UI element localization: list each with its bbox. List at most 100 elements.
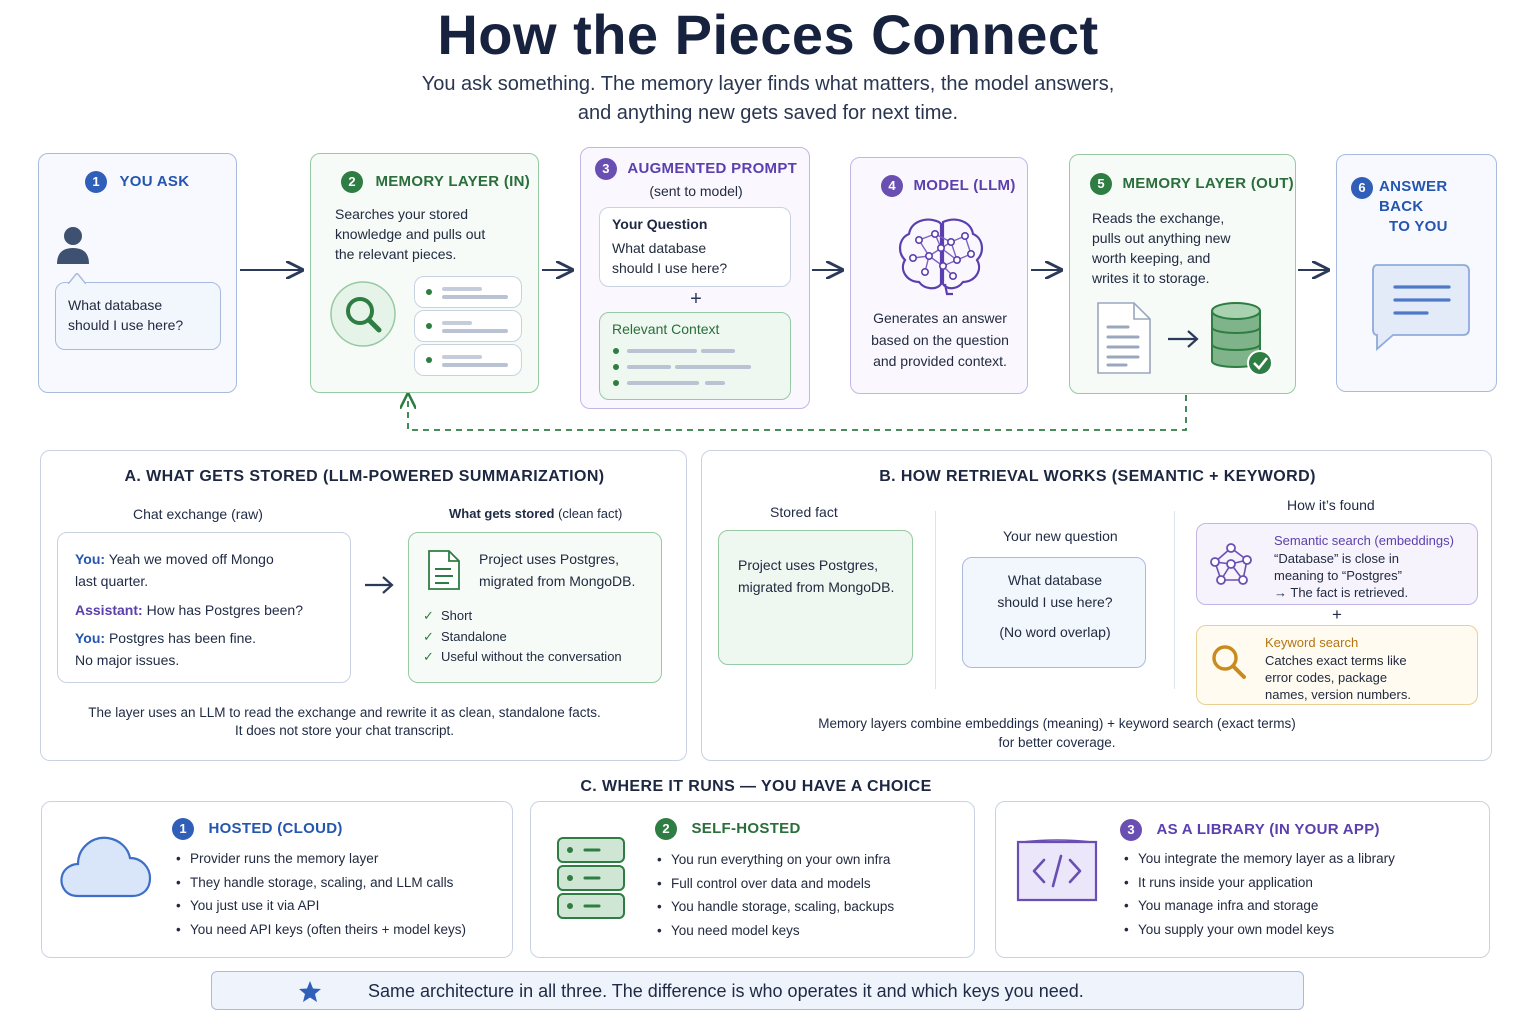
step-number-badge: 3	[594, 158, 617, 180]
option-number-badge: 2	[655, 818, 677, 840]
page-title: How the Pieces Connect	[437, 3, 1099, 66]
step-answer-back: 6 ANSWER BACK TO YOU	[1336, 154, 1497, 392]
option-number-badge: 3	[1120, 819, 1142, 841]
option-bullets: Provider runs the memory layer They hand…	[174, 847, 466, 941]
section-where-it-runs-title: C. WHERE IT RUNS — YOU HAVE A CHOICE	[580, 778, 932, 795]
step-title: AUGMENTED PROMPT	[627, 160, 798, 178]
option-title: HOSTED (CLOUD)	[208, 820, 343, 838]
bullet-item: You need API keys (often theirs + model …	[174, 918, 466, 942]
check-item: Short	[423, 606, 622, 627]
option-self-hosted: 2 SELF-HOSTED You run everything on your…	[530, 801, 975, 958]
page-subtitle: You ask something. The memory layer find…	[421, 73, 1115, 124]
cloud-icon	[60, 836, 152, 898]
question-text: What database should I use here?	[612, 240, 728, 276]
step-description: Generates an answer based on the questio…	[871, 310, 1009, 369]
bullet-item: You supply your own model keys	[1122, 918, 1395, 942]
arrow-right-icon	[1168, 330, 1199, 348]
option-title: SELF-HOSTED	[691, 820, 801, 838]
divider	[935, 511, 936, 689]
prompt-question-box: Your Question What database should I use…	[599, 207, 791, 287]
context-label: Relevant Context	[612, 321, 720, 337]
section-footer: The layer uses an LLM to read the exchan…	[88, 705, 601, 738]
footer-note: Same architecture in all three. The diff…	[368, 981, 1084, 1001]
step-description: Reads the exchange, pulls out anything n…	[1092, 210, 1231, 286]
step-number-badge: 1	[85, 171, 107, 193]
network-nodes-icon	[1210, 543, 1252, 585]
arrow-right-icon	[365, 576, 394, 594]
bullet-item: You integrate the memory layer as a libr…	[1122, 847, 1395, 871]
keyword-search-card: Keyword search Catches exact terms like …	[1196, 625, 1478, 705]
step-title: MODEL (LLM)	[913, 177, 1016, 195]
code-window-icon	[1016, 839, 1098, 902]
section-how-retrieval-works: B. HOW RETRIEVAL WORKS (SEMANTIC + KEYWO…	[701, 450, 1492, 761]
section-title: B. HOW RETRIEVAL WORKS (SEMANTIC + KEYWO…	[879, 468, 1316, 485]
prompt-context-box: Relevant Context	[599, 312, 791, 400]
bullet-item: It runs inside your application	[1122, 871, 1395, 895]
step-number-badge: 4	[881, 175, 903, 197]
semantic-search-card: Semantic search (embeddings) “Database” …	[1196, 523, 1478, 605]
section-footer: Memory layers combine embeddings (meanin…	[818, 716, 1296, 750]
star-icon	[299, 981, 321, 1002]
bullet-item: You run everything on your own infra	[655, 848, 894, 872]
stored-fact-label: Stored fact	[770, 504, 838, 520]
step-title: YOU ASK	[119, 173, 190, 191]
bullet-item: You handle storage, scaling, backups	[655, 895, 894, 919]
bullet-item: You need model keys	[655, 919, 894, 943]
footer-banner: Same architecture in all three. The diff…	[211, 971, 1304, 1010]
step-description: Searches your stored knowledge and pulls…	[335, 206, 486, 262]
user-question: What database should I use here?	[68, 297, 184, 333]
new-question-card: What database should I use here? (No wor…	[962, 557, 1146, 668]
quality-checklist: Short Standalone Useful without the conv…	[423, 606, 622, 668]
step-memory-layer-out: 5 MEMORY LAYER (OUT) Reads the exchange,…	[1069, 154, 1296, 394]
keyword-search-text: Catches exact terms like error codes, pa…	[1265, 653, 1411, 702]
no-overlap-note: (No word overlap)	[999, 624, 1111, 640]
bullet-item: Full control over data and models	[655, 872, 894, 896]
clean-fact-card: Project uses Postgres, migrated from Mon…	[408, 532, 662, 683]
step-model-llm: 4 MODEL (LLM) Generates an answer based …	[850, 157, 1028, 394]
clean-fact-text: Project uses Postgres, migrated from Mon…	[479, 551, 636, 589]
keyword-search-title: Keyword search	[1265, 635, 1359, 650]
document-list-icon	[414, 276, 522, 376]
bullet-item: Provider runs the memory layer	[174, 847, 466, 871]
step-memory-layer-in: 2 MEMORY LAYER (IN) Searches your stored…	[310, 153, 539, 393]
step-you-ask: 1 YOU ASK What database should I use her…	[38, 153, 237, 393]
step-title: MEMORY LAYER (OUT)	[1122, 175, 1294, 193]
semantic-search-title: Semantic search (embeddings)	[1274, 533, 1454, 548]
server-icon	[557, 837, 625, 919]
chat-bubble-icon	[1372, 264, 1470, 351]
divider	[1174, 511, 1175, 689]
chat-message: You: Yeah we moved off Mongo last quarte…	[75, 551, 274, 589]
step-title: MEMORY LAYER (IN)	[375, 173, 531, 191]
option-number-badge: 1	[172, 818, 194, 840]
step-title: ANSWER BACK TO YOU	[1379, 178, 1448, 235]
step-number-badge: 5	[1090, 173, 1112, 195]
option-as-a-library: 3 AS A LIBRARY (IN YOUR APP) You integra…	[995, 801, 1490, 958]
step-number-badge: 2	[341, 171, 363, 193]
check-item: Standalone	[423, 627, 622, 648]
stored-label: What gets stored (clean fact)	[449, 506, 623, 521]
document-icon	[1097, 302, 1151, 374]
option-bullets: You integrate the memory layer as a libr…	[1122, 847, 1395, 941]
option-hosted-cloud: 1 HOSTED (CLOUD) Provider runs the memor…	[41, 801, 513, 958]
raw-label: Chat exchange (raw)	[133, 506, 263, 522]
user-icon	[57, 227, 89, 264]
database-check-icon	[1211, 302, 1273, 376]
magnifier-icon	[330, 281, 396, 347]
question-label: Your Question	[612, 216, 708, 232]
how-found-label: How it’s found	[1287, 497, 1375, 513]
step-augmented-prompt: 3 AUGMENTED PROMPT (sent to model) Your …	[580, 147, 810, 409]
bullet-item: You just use it via API	[174, 894, 466, 918]
magnifier-icon	[1212, 645, 1246, 679]
chat-transcript: You: Yeah we moved off Mongo last quarte…	[57, 532, 351, 683]
check-item: Useful without the conversation	[423, 647, 622, 668]
chat-message: Assistant: How has Postgres been?	[75, 602, 304, 618]
bullet-item: They handle storage, scaling, and LLM ca…	[174, 871, 466, 895]
semantic-search-text: “Database” is close in meaning to “Postg…	[1274, 551, 1409, 600]
document-icon	[428, 550, 460, 590]
section-what-gets-stored: A. WHAT GETS STORED (LLM-POWERED SUMMARI…	[40, 450, 687, 761]
step-subtitle: (sent to model)	[649, 183, 743, 199]
section-title: A. WHAT GETS STORED (LLM-POWERED SUMMARI…	[124, 468, 605, 485]
bullet-item: You manage infra and storage	[1122, 894, 1395, 918]
chat-message: You: Postgres has been fine. No major is…	[75, 630, 257, 668]
new-question-label: Your new question	[1003, 528, 1118, 544]
